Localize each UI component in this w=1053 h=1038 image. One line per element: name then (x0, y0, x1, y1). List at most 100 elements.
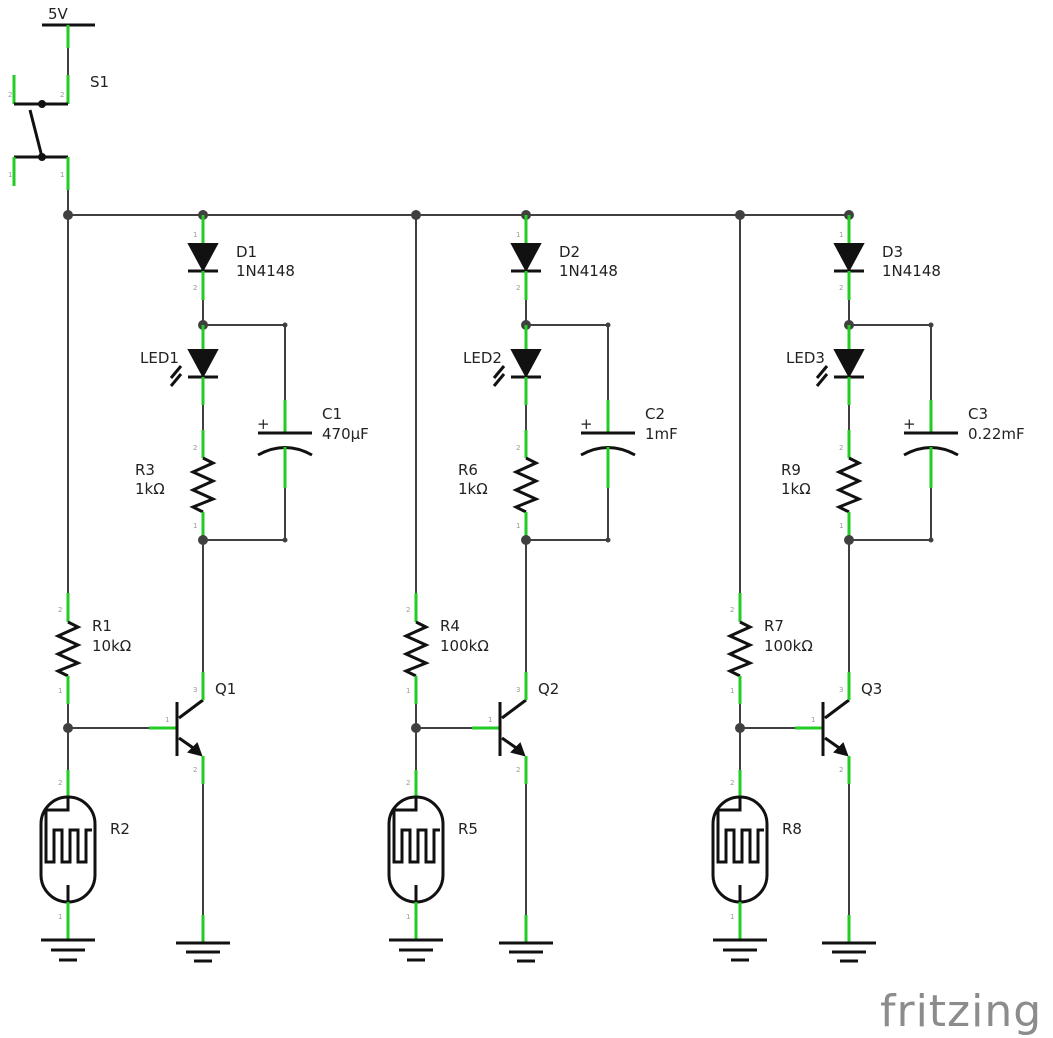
capacitor-ref-label: C1 (322, 405, 342, 423)
led-symbol (510, 349, 542, 379)
pin-number: 1 (165, 716, 169, 724)
pin-number: 3 (193, 686, 197, 694)
switch-pin-num: 2 (60, 91, 64, 99)
resistor-ref-label: R6 (458, 461, 478, 479)
ldr-ref-label: R5 (458, 820, 478, 838)
transistor-collector (824, 698, 850, 720)
resistor-value-label: 1kΩ (135, 480, 165, 498)
capacitor-polarity: + (903, 415, 916, 433)
switch-pin-num: 1 (60, 171, 64, 179)
pin-number: 2 (516, 766, 520, 774)
pin-number: 1 (58, 687, 62, 695)
resistor-symbol (402, 620, 430, 678)
transistor-ref-label: Q2 (538, 680, 559, 698)
led-arrow (169, 365, 183, 379)
led-arrow (492, 365, 506, 379)
pin-number: 1 (406, 913, 410, 921)
resistor-value-label: 10kΩ (92, 637, 131, 655)
capacitor-ref-label: C3 (968, 405, 988, 423)
pin-number: 2 (516, 444, 520, 452)
resistor-ref-label: R9 (781, 461, 801, 479)
ldr-ref-label: R8 (782, 820, 802, 838)
fritzing-logo: fritzing (880, 986, 1042, 1037)
pin-number: 2 (730, 779, 734, 787)
transistor-emitter-arrow (187, 742, 203, 757)
bend-point (605, 322, 611, 328)
diode-symbol (187, 243, 219, 273)
transistor-emitter-arrow (833, 742, 849, 757)
resistor-value-label: 1kΩ (781, 480, 811, 498)
resistor-symbol (189, 456, 217, 514)
led-arrow (492, 373, 506, 387)
led-ref-label: LED2 (463, 349, 502, 367)
led-arrow (815, 373, 829, 387)
pin-number: 1 (193, 231, 197, 239)
pin-number: 1 (839, 231, 843, 239)
pin-number: 1 (193, 522, 197, 530)
resistor-symbol (54, 620, 82, 678)
transistor-collector (501, 698, 527, 720)
switch-pivot-bottom (38, 153, 46, 161)
pin-number: 2 (516, 284, 520, 292)
pin-number: 1 (406, 687, 410, 695)
pin-number: 1 (730, 913, 734, 921)
pin-number: 2 (193, 766, 197, 774)
diode-ref-label: D2 (559, 243, 580, 261)
pin-number: 1 (516, 522, 520, 530)
resistor-value-label: 1kΩ (458, 480, 488, 498)
pin-number: 2 (839, 444, 843, 452)
diode-symbol (833, 243, 865, 273)
pin-number: 2 (730, 606, 734, 614)
switch-lever (28, 109, 44, 158)
pin-number: 1 (58, 913, 62, 921)
diode-part-label: 1N4148 (559, 262, 618, 280)
diode-part-label: 1N4148 (236, 262, 295, 280)
resistor-value-label: 100kΩ (440, 637, 489, 655)
led-ref-label: LED1 (140, 349, 179, 367)
led-symbol (187, 349, 219, 379)
capacitor-value-label: 470µF (322, 425, 369, 443)
bend-point (928, 537, 934, 543)
pin-number: 1 (488, 716, 492, 724)
ldr-meander (716, 797, 764, 864)
transistor-ref-label: Q1 (215, 680, 236, 698)
diode-part-label: 1N4148 (882, 262, 941, 280)
diode-symbol (510, 243, 542, 273)
pin-number: 2 (58, 779, 62, 787)
bend-point (282, 322, 288, 328)
pin-number: 2 (839, 766, 843, 774)
resistor-ref-label: R4 (440, 617, 460, 635)
ldr-ref-label: R2 (110, 820, 130, 838)
switch-pin-num: 2 (8, 91, 12, 99)
capacitor-polarity: + (257, 415, 270, 433)
capacitor-value-label: 1mF (645, 425, 678, 443)
switch-pivot-top (38, 100, 46, 108)
supply-label: 5V (48, 5, 69, 23)
led-arrow (169, 373, 183, 387)
pin-number: 2 (406, 779, 410, 787)
pin-number: 1 (811, 716, 815, 724)
diode-ref-label: D1 (236, 243, 257, 261)
ldr-meander (392, 797, 440, 864)
resistor-symbol (835, 456, 863, 514)
pin-number: 2 (193, 284, 197, 292)
led-symbol (833, 349, 865, 379)
capacitor-polarity: + (580, 415, 593, 433)
switch-ref-label: S1 (90, 73, 109, 91)
pushbutton-switch: 2 2 1 1 S1 (8, 73, 109, 215)
resistor-ref-label: R7 (764, 617, 784, 635)
pin-number: 2 (406, 606, 410, 614)
bend-point (605, 537, 611, 543)
capacitor-ref-label: C2 (645, 405, 665, 423)
pin-number: 2 (193, 444, 197, 452)
pin-number: 1 (839, 522, 843, 530)
transistor-emitter-arrow (510, 742, 526, 757)
resistor-symbol (726, 620, 754, 678)
pin-number: 1 (730, 687, 734, 695)
diode-ref-label: D3 (882, 243, 903, 261)
capacitor-value-label: 0.22mF (968, 425, 1025, 443)
transistor-ref-label: Q3 (861, 680, 882, 698)
